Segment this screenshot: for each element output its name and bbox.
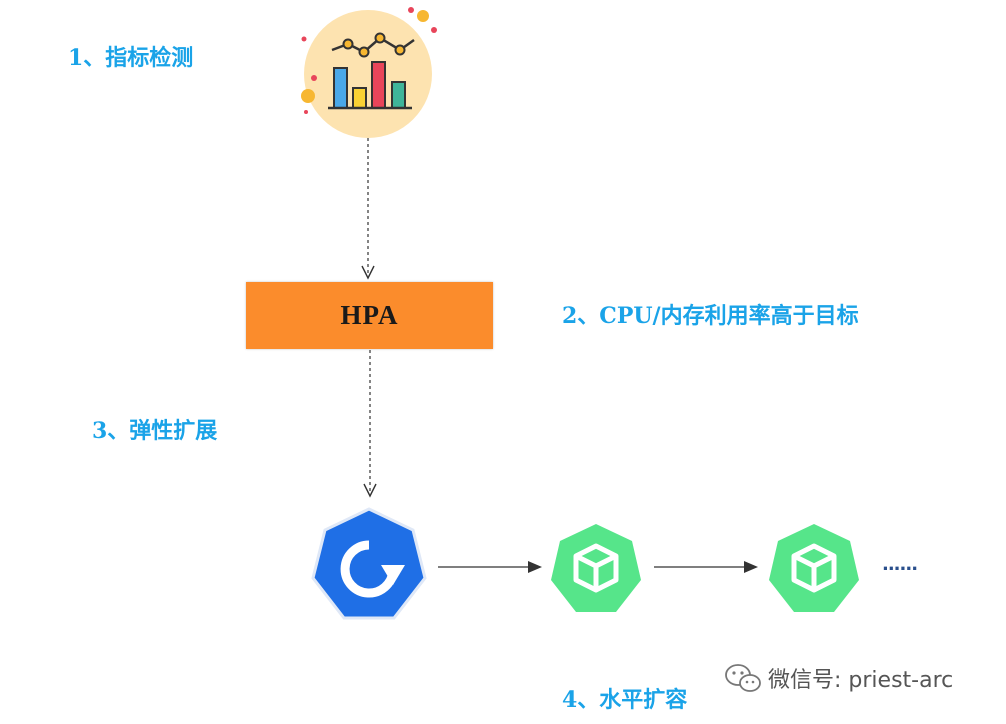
step-4-label: 4、水平扩容 xyxy=(562,687,688,713)
step-2-label: 2、CPU/内存利用率高于目标 xyxy=(562,303,859,329)
step-3-label: 3、弹性扩展 xyxy=(92,418,218,444)
watermark-text: 微信号: priest-arc xyxy=(768,668,954,693)
cube-icon xyxy=(791,543,837,593)
arrow-to-pod-2 xyxy=(654,561,758,573)
hpa-box: HPA xyxy=(246,282,493,349)
step-1-label: 1、指标检测 xyxy=(68,45,194,71)
pod-2-heptagon xyxy=(769,524,859,612)
refresh-icon xyxy=(340,540,405,598)
ellipsis: ...... xyxy=(882,554,918,575)
pod-1-heptagon xyxy=(551,524,641,612)
bar-chart-icon xyxy=(301,7,437,138)
scaler-heptagon xyxy=(311,507,427,620)
cube-icon xyxy=(573,543,619,593)
watermark: 微信号: priest-arc xyxy=(724,662,953,694)
dashed-arrow-to-scaler xyxy=(363,350,377,498)
arrow-to-pod-1 xyxy=(438,561,542,573)
hpa-label: HPA xyxy=(340,300,399,330)
wechat-icon xyxy=(725,664,761,692)
dashed-arrow-to-hpa xyxy=(361,138,375,280)
